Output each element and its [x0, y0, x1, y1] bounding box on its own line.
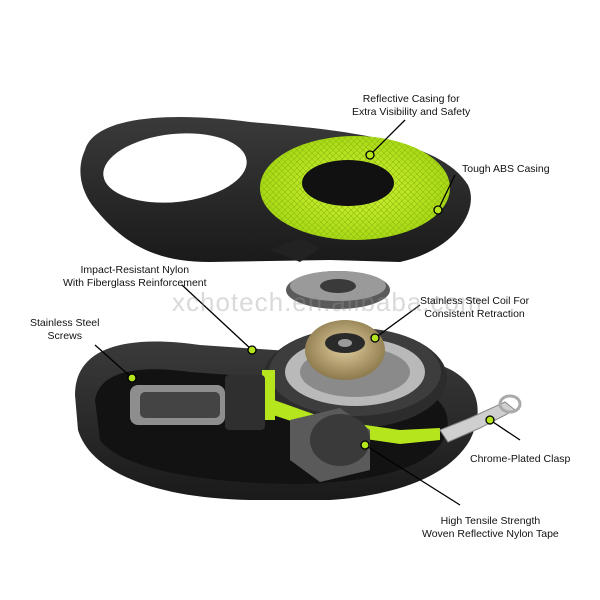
handle-opening [103, 133, 247, 203]
label-line: Impact-Resistant Nylon [80, 264, 190, 276]
label-line: Extra Visibility and Safety [352, 106, 471, 118]
gear-plate [286, 271, 390, 309]
label-tape: High Tensile Strength Woven Reflective N… [422, 515, 559, 541]
reflective-tape [258, 370, 440, 444]
brake-mechanism [130, 375, 265, 430]
spool-assembly [263, 320, 447, 428]
chrome-clasp [439, 394, 522, 443]
outlet-cylinder [290, 408, 370, 482]
label-line: High Tensile Strength [440, 515, 541, 527]
label-abs-casing: Tough ABS Casing [462, 163, 550, 176]
label-reflective-casing: Reflective Casing for Extra Visibility a… [352, 93, 470, 119]
label-line: Tough ABS Casing [462, 163, 550, 175]
label-line: Consistent Retraction [424, 308, 525, 320]
label-nylon: Impact-Resistant Nylon With Fiberglass R… [63, 264, 207, 290]
label-line: Stainless Steel Coil For [420, 295, 530, 307]
center-button [302, 160, 394, 206]
watermark: xchotech.en.alibaba.com [172, 287, 483, 317]
leader-lines [94, 119, 521, 506]
label-coil: Stainless Steel Coil For Consistent Retr… [420, 295, 529, 321]
label-clasp: Chrome-Plated Clasp [470, 453, 570, 466]
top-shell [80, 117, 471, 262]
label-line: Chrome-Plated Clasp [470, 453, 571, 465]
label-screws: Stainless Steel Screws [30, 317, 99, 343]
label-line: Stainless Steel [30, 317, 100, 329]
label-line: With Fiberglass Reinforcement [63, 277, 207, 289]
label-line: Reflective Casing for [362, 93, 460, 105]
label-line: Woven Reflective Nylon Tape [422, 528, 559, 540]
label-line: Screws [47, 330, 82, 342]
